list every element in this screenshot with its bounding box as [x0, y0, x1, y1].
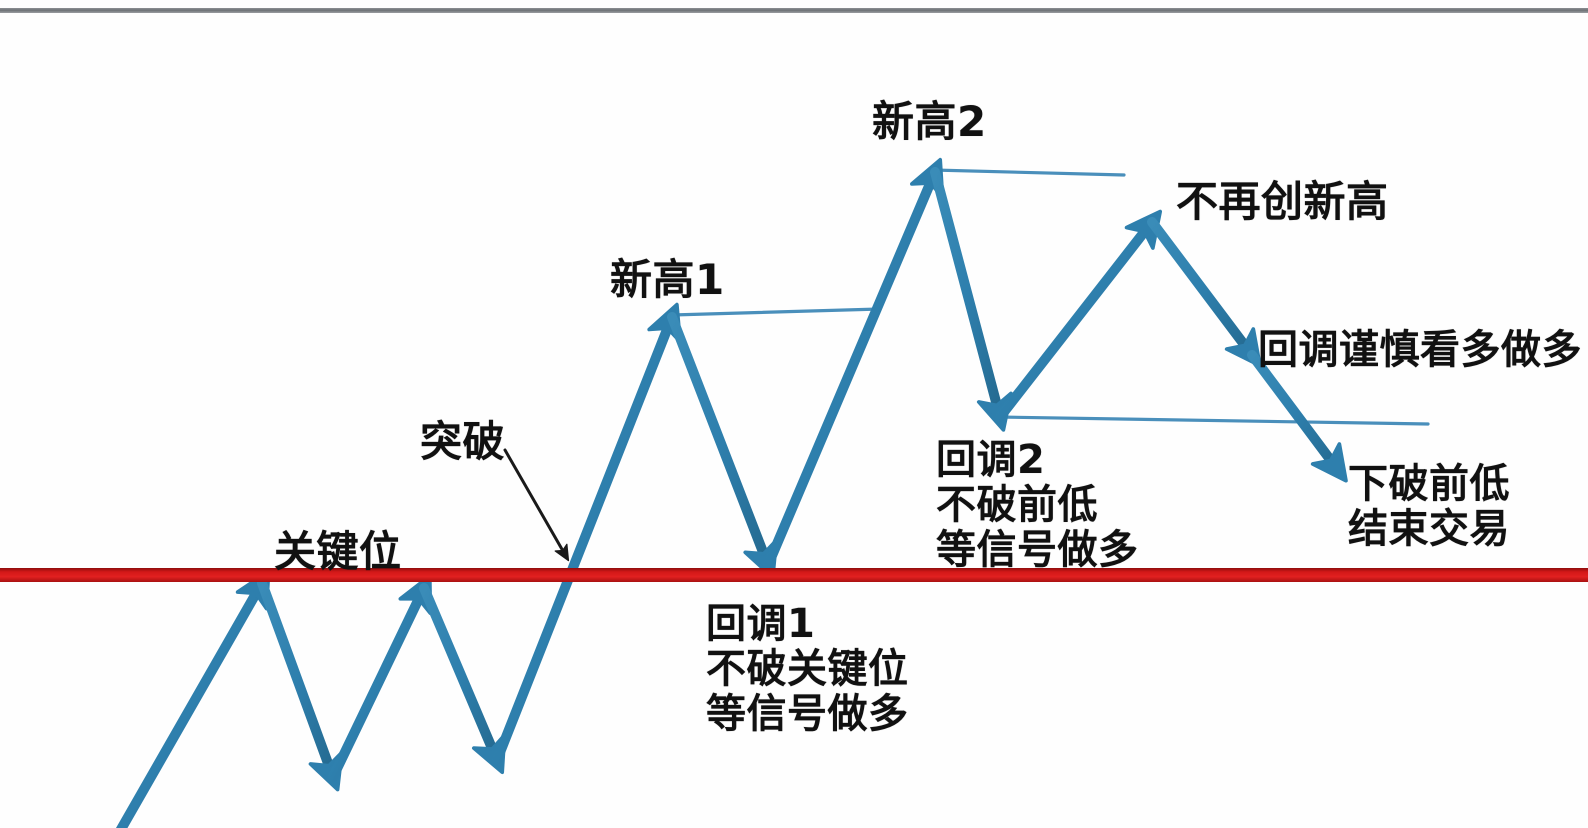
new-high-2-connector [931, 168, 1126, 177]
key-level-line [0, 568, 1588, 582]
label-breakout: 突破 [420, 417, 506, 466]
segment-pullback-1 [667, 312, 779, 580]
segment-up-to-high2 [763, 157, 945, 570]
price-path [115, 157, 1348, 828]
segment-pullback-2 [930, 167, 1013, 432]
top-frame-edge [0, 8, 1588, 13]
segment-breakout-up [492, 302, 682, 765]
segment-decline-1 [1147, 217, 1262, 368]
label-key-level: 关键位 [274, 527, 402, 576]
label-pullback-1: 回调1 不破关键位 等信号做多 [706, 601, 909, 737]
label-new-high-2: 新高2 [872, 97, 987, 146]
segment-up-2 [328, 574, 433, 782]
segment-up-lower-high [995, 209, 1163, 422]
label-pullback-2: 回调2 不破前低 等信号做多 [936, 437, 1139, 573]
breakout-pointer-arrow [503, 448, 570, 562]
segment-down-1 [257, 578, 344, 792]
segment-up-1 [115, 569, 271, 828]
segment-down-2 [419, 583, 507, 775]
label-new-high-1: 新高1 [610, 255, 725, 304]
label-break-prior-low: 下破前低 结束交易 [1348, 461, 1510, 552]
new-high-1-connector [670, 307, 882, 317]
label-no-new-high: 不再创新高 [1176, 177, 1389, 226]
reference-connectors [670, 168, 1430, 426]
segment-decline-2 [1247, 350, 1348, 483]
label-pullback-caution: 回调谨慎看多做多 [1258, 327, 1582, 373]
prior-low-connector [996, 415, 1430, 426]
